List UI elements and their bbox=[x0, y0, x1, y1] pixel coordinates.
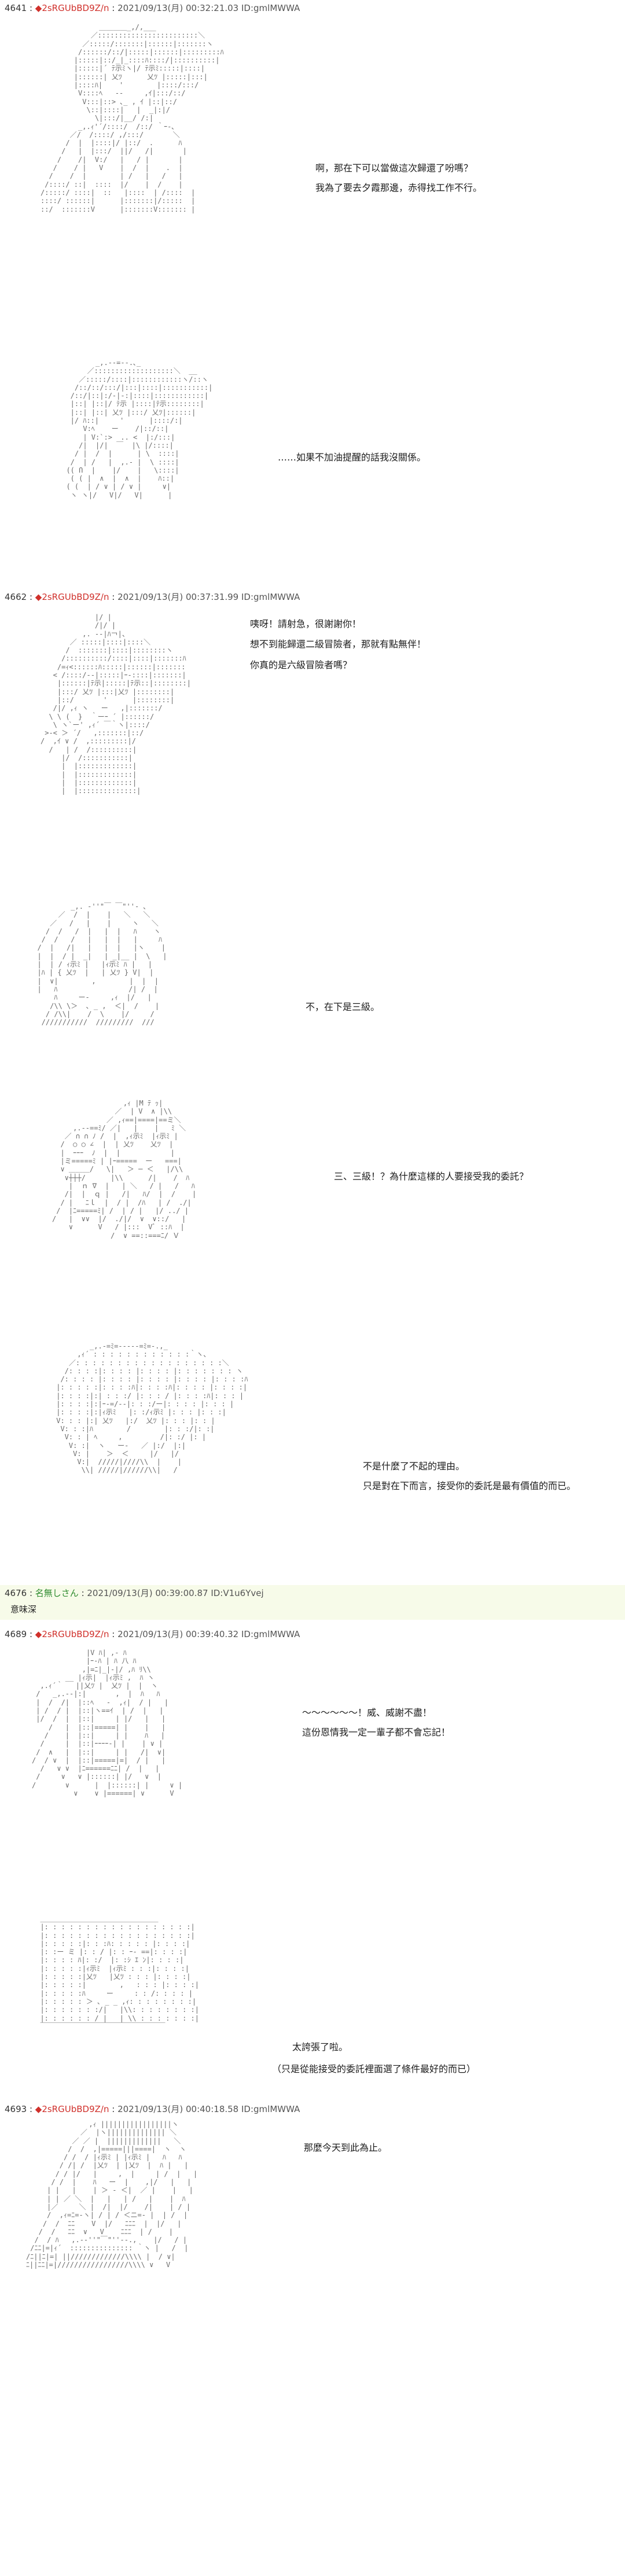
post-datetime: 2021/09/13(月) 00:39:40.32 bbox=[117, 1629, 239, 1639]
dialogue-line: 三、三級！？為什麼這樣的人要接受我的委託？ bbox=[334, 1171, 529, 1182]
post-separator: : bbox=[27, 3, 35, 13]
reply-body: 意味深 bbox=[10, 1604, 37, 1615]
post-number[interactable]: 4641 bbox=[5, 3, 27, 13]
post-header: 4693 : ◆2sRGUbBD9Z/n : 2021/09/13(月) 00:… bbox=[5, 2103, 300, 2115]
poster-id[interactable]: ID:V1u6Yvej bbox=[211, 1588, 264, 1598]
poster-name: 2sRGUbBD9Z/n bbox=[42, 2104, 109, 2114]
post-datetime: 2021/09/13(月) 00:37:31.99 bbox=[117, 592, 239, 602]
poster-name: 2sRGUbBD9Z/n bbox=[42, 592, 109, 602]
post-datetime: 2021/09/13(月) 00:39:00.87 bbox=[87, 1588, 208, 1598]
dialogue-line: 你真的是六級冒險者嗎？ bbox=[250, 659, 352, 670]
dialogue-line: 咦呀！請射急，很謝謝你！ bbox=[250, 618, 362, 629]
poster-id[interactable]: ID:gmlMWWA bbox=[241, 3, 300, 13]
trip-mark: ◆ bbox=[35, 2104, 42, 2114]
ascii-art-figure: _,. ‐''"￣ ￣"''‐ ､ ／ / | | ＼ ＼ ／ / | | ヽ … bbox=[37, 902, 167, 1027]
trip-mark: ◆ bbox=[35, 3, 42, 13]
dialogue-line: ～～～～～～！威、威謝不盡！ bbox=[302, 1707, 432, 1718]
post-datetime: 2021/09/13(月) 00:32:21.03 bbox=[117, 3, 239, 13]
poster-id[interactable]: ID:gmlMWWA bbox=[241, 2104, 300, 2114]
poster-id[interactable]: ID:gmlMWWA bbox=[241, 1629, 300, 1639]
post-separator: : bbox=[109, 592, 118, 602]
post-number[interactable]: 4676 bbox=[5, 1588, 27, 1598]
trip-mark: ◆ bbox=[35, 1629, 42, 1639]
post-header: 4641 : ◆2sRGUbBD9Z/n : 2021/09/13(月) 00:… bbox=[5, 2, 300, 14]
ascii-art-figure: ＿＿＿＿_,/,___ ／::::::::::::::::::::::::＼ ／… bbox=[41, 23, 224, 213]
post-separator: : bbox=[109, 3, 118, 13]
post-separator: : bbox=[78, 1588, 87, 1598]
poster-name: 2sRGUbBD9Z/n bbox=[42, 3, 109, 13]
ascii-art-figure: ,ｨ |||||||||||||||||ヽ ／ |ヽ||||||||||||||… bbox=[26, 2120, 198, 2269]
dialogue-line: 只是對在下而言，接受你的委託是最有價值的而已。 bbox=[363, 1480, 576, 1491]
dialogue-line: 不，在下是三級。 bbox=[306, 1001, 380, 1012]
ascii-art-figure: _,.-‐=‐-.､_ ／:::::::::::::::::::＼ __ ／::… bbox=[66, 359, 213, 499]
dialogue-line: 那麼今天到此為止。 bbox=[304, 2142, 388, 2153]
ascii-art-figure: |V ﾊ| ,- ﾊ |ｰ-ﾊ | ﾊ 八 ﾊ ,|=ﾆ|_|‐|/ ,ﾊ ﾘ\… bbox=[32, 1649, 183, 1798]
dialogue-line: 我為了要去夕霞那邊，赤得找工作不行。 bbox=[315, 182, 483, 193]
trip-mark: ◆ bbox=[35, 592, 42, 602]
ascii-art-figure: _,.-=ﾐ=‐--‐-=ﾐ=-.,_ ,ｨ´ : : : : : : : : … bbox=[56, 1342, 248, 1475]
dialogue-line: （只是從能接受的委託裡面選了條件最好的而已） bbox=[272, 2063, 476, 2074]
post-header: 4676 : 名無しさん : 2021/09/13(月) 00:39:00.87… bbox=[5, 1587, 264, 1599]
post-separator: : bbox=[27, 1588, 35, 1598]
post-number[interactable]: 4662 bbox=[5, 592, 27, 602]
poster-id[interactable]: ID:gmlMWWA bbox=[241, 592, 300, 602]
poster-name: 名無しさん bbox=[35, 1588, 79, 1598]
post-header: 4662 : ◆2sRGUbBD9Z/n : 2021/09/13(月) 00:… bbox=[5, 591, 300, 603]
post-separator: : bbox=[27, 1629, 35, 1639]
poster-name: 2sRGUbBD9Z/n bbox=[42, 1629, 109, 1639]
dialogue-line: 啊，那在下可以當做這次歸還了吩嗎？ bbox=[315, 163, 473, 174]
post-datetime: 2021/09/13(月) 00:40:18.58 bbox=[117, 2104, 239, 2114]
dialogue-line: ……如果不加油提醒的話我沒關係。 bbox=[278, 452, 427, 463]
ascii-art-figure: ＿＿＿＿＿＿＿＿＿＿＿＿＿＿＿＿＿ |: : : : : : : : : : :… bbox=[40, 1915, 199, 2030]
dialogue-line: 想不到能歸還二級冒險者，那就有點無伴！ bbox=[250, 639, 427, 650]
dialogue-line: 太誇張了啦。 bbox=[292, 2041, 348, 2052]
post-separator: : bbox=[109, 2104, 118, 2114]
post-separator: : bbox=[27, 2104, 35, 2114]
post-separator: : bbox=[109, 1629, 118, 1639]
dialogue-line: 不是什麼了不起的理由。 bbox=[363, 1461, 465, 1472]
post-number[interactable]: 4689 bbox=[5, 1629, 27, 1639]
reply-highlight bbox=[0, 1585, 625, 1620]
ascii-art-figure: |/ | /|/ | ,. -‐|ﾊ￢|、 ／ :::::|::::|::::＼… bbox=[41, 613, 191, 795]
ascii-art-figure: ,ｨ |M ﾃ ｯ| ／ | V ∧ |\\ ／ ,ｨ==|====|==ミ＼ … bbox=[52, 1099, 197, 1240]
post-separator: : bbox=[27, 592, 35, 602]
dialogue-line: 這份恩情我一定一輩子都不會忘記！ bbox=[302, 1727, 451, 1738]
post-number[interactable]: 4693 bbox=[5, 2104, 27, 2114]
post-header: 4689 : ◆2sRGUbBD9Z/n : 2021/09/13(月) 00:… bbox=[5, 1628, 300, 1640]
